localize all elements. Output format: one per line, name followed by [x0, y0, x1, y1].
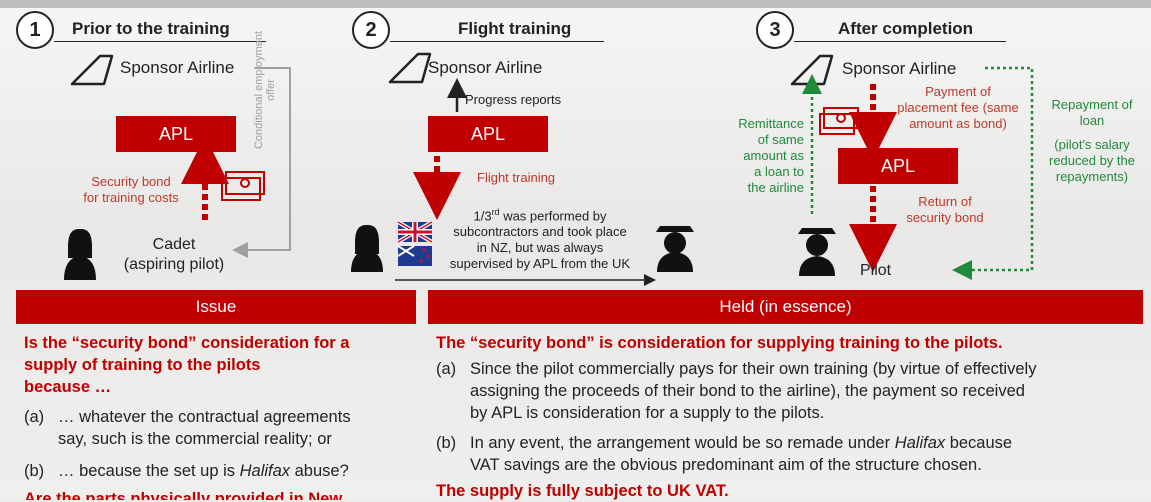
issue-question: Is the “security bond” consideration for…	[24, 334, 350, 396]
uk-flag-icon	[396, 220, 434, 244]
step1-airline: Sponsor Airline	[120, 58, 235, 77]
step-2-underline	[390, 41, 604, 42]
plane-icon-1	[70, 54, 114, 86]
subcontract-note: 1/3rd was performed by subcontractors an…	[449, 207, 631, 272]
step3-apl-box: APL	[838, 148, 958, 184]
diagram-graphics	[64, 52, 1034, 286]
issue-cut-line: Are the parts physically provided in New	[24, 490, 343, 500]
cash-icon-3	[819, 107, 859, 135]
pilot-label: Pilot	[860, 262, 892, 279]
flight-training-label: Flight training	[477, 170, 556, 185]
cadet-label: Cadet(aspiring pilot)	[123, 236, 225, 273]
plane-icon-3	[790, 54, 834, 86]
pilot-icon-2	[656, 226, 694, 272]
held-final: The supply is fully subject to UK VAT.	[436, 482, 729, 500]
repay-arrow	[952, 66, 1034, 280]
step-3-underline	[794, 41, 1006, 42]
offer-label: Conditional employment offer	[253, 31, 277, 150]
step-1-title: Prior to the training	[72, 19, 230, 38]
cadet-person-icon	[64, 228, 96, 280]
person-icon-2	[351, 224, 383, 272]
step3-airline: Sponsor Airline	[842, 59, 957, 78]
held-header: Held (in essence)	[428, 290, 1143, 324]
held-item-b: (b) In any event, the arrangement would …	[436, 434, 1013, 474]
step2-apl-box: APL	[428, 116, 548, 152]
step-2-number: 2	[352, 11, 390, 49]
cash-icon-1	[221, 171, 265, 201]
pilot-icon-3	[798, 228, 836, 276]
step-1-underline	[54, 41, 266, 42]
step-3-title: After completion	[838, 19, 974, 38]
step1-apl-box: APL	[116, 116, 236, 152]
issue-item-a: (a) … whatever the contractual agreement…	[24, 408, 351, 448]
issue-item-b: (b) … because the set up is Halifax abus…	[24, 462, 349, 480]
issue-header: Issue	[16, 290, 416, 324]
nz-flag-icon	[397, 245, 432, 266]
held-conclusion: The “security bond” is consideration for…	[436, 334, 1003, 352]
progress-label: Progress reports	[465, 92, 562, 107]
plane-icon-2	[388, 52, 432, 84]
step-2-title: Flight training	[458, 19, 572, 38]
step-1-number: 1	[16, 11, 54, 49]
top-stripe	[0, 0, 1151, 8]
offer-arrow	[232, 67, 291, 258]
held-item-a: (a) Since the pilot commercially pays fo…	[436, 360, 1037, 422]
step2-airline: Sponsor Airline	[428, 58, 543, 77]
step-3-number: 3	[756, 11, 794, 49]
